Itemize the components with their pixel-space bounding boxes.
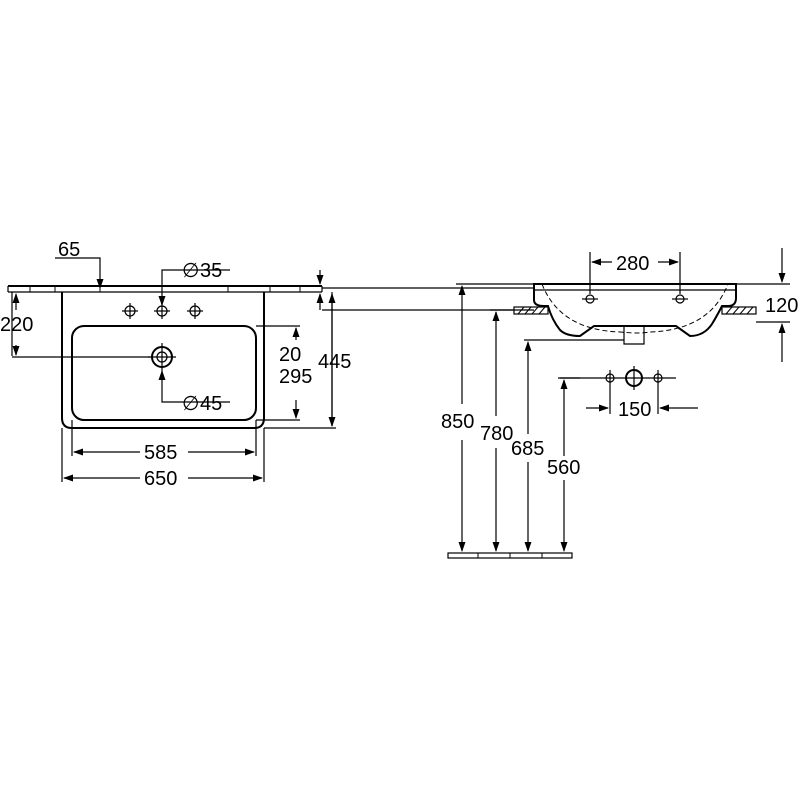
dim-dia-35: ∅ 35	[158, 260, 230, 306]
dim-150: 150	[558, 366, 698, 421]
side-view: 280 120 150	[322, 248, 798, 559]
dim-650-label: 650	[144, 468, 177, 490]
dim-685-label: 685	[511, 438, 544, 460]
dim-150-label: 150	[618, 399, 651, 421]
dim-65: 65	[55, 239, 104, 289]
dim-65-label: 65	[58, 239, 80, 261]
counter-right	[721, 306, 757, 315]
dim-560: 560	[547, 379, 580, 552]
tap-holes	[122, 303, 203, 319]
dim-850-label: 850	[441, 411, 474, 433]
dim-280: 280	[589, 252, 681, 294]
dim-445: 445	[264, 292, 351, 429]
dim-445-label: 445	[318, 351, 351, 373]
dim-120: 120	[736, 248, 798, 362]
dim-585: 585	[71, 420, 257, 464]
top-view: 65 ∅ 35 220 ∅ 45 20	[0, 239, 351, 490]
wall-line	[7, 285, 323, 293]
dim-220: 220	[0, 292, 150, 358]
basin-profile	[533, 283, 737, 338]
dim-650: 650	[61, 428, 265, 490]
side-tap-holes	[582, 294, 688, 304]
dim-20-295: 20 295	[256, 325, 312, 421]
dim-780: 780	[480, 311, 513, 552]
inner-bowl	[71, 325, 257, 421]
dim-35-label: 35	[200, 260, 222, 282]
dim-850: 850	[441, 285, 474, 552]
dim-dia-45: ∅ 45	[158, 370, 230, 415]
dim-220-label: 220	[0, 314, 33, 336]
drain-tail	[623, 326, 645, 345]
floor	[447, 552, 573, 559]
drain	[148, 343, 176, 371]
dim-585-label: 585	[144, 442, 177, 464]
bowl-dashed	[541, 283, 729, 334]
basin-outline	[61, 292, 265, 429]
dim-280-label: 280	[616, 253, 649, 275]
dim-560-label: 560	[547, 457, 580, 479]
dim-295-label: 295	[279, 366, 312, 388]
dim-780-label: 780	[480, 423, 513, 445]
dim-120-label: 120	[765, 295, 798, 317]
dim-20-label: 20	[279, 344, 301, 366]
dim-685: 685	[511, 341, 544, 552]
dia-35-symbol: ∅	[182, 260, 199, 282]
dim-45-label: 45	[200, 393, 222, 415]
dia-45-symbol: ∅	[182, 393, 199, 415]
